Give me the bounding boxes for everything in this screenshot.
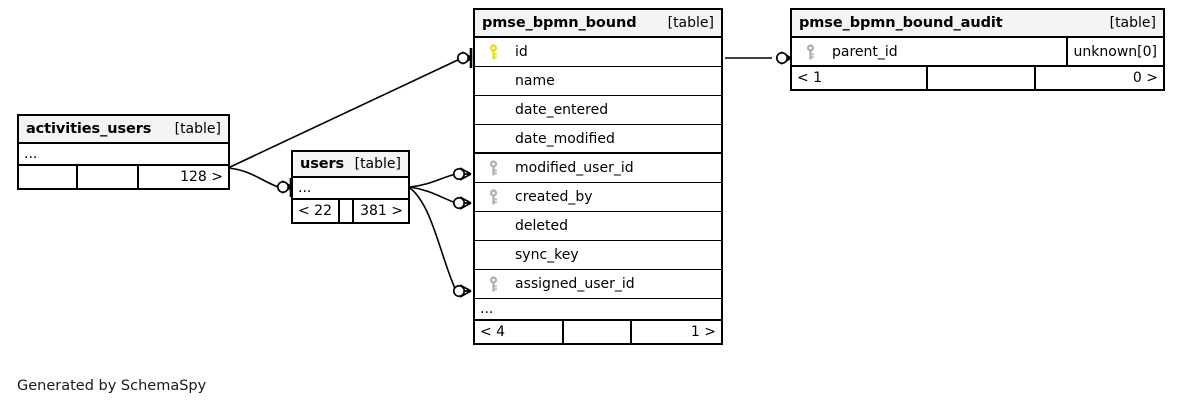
column-row-parent-id[interactable]: parent_id unknown[0] <box>792 38 1163 67</box>
table-title: users <box>300 156 345 172</box>
column-name: sync_key <box>515 247 579 263</box>
table-title: pmse_bpmn_bound <box>482 15 637 31</box>
table-title: pmse_bpmn_bound_audit <box>799 15 1003 31</box>
column-name: deleted <box>515 218 568 234</box>
footer-left-count[interactable] <box>19 166 76 188</box>
edge-users-to-modified-user-id <box>409 173 457 188</box>
foreign-key-icon <box>792 38 828 65</box>
no-key-icon <box>475 212 511 240</box>
footer-middle-count <box>562 321 632 343</box>
footer-middle-count <box>338 200 354 222</box>
table-type-tag: [table] <box>667 15 714 31</box>
diagram-caption: Generated by SchemaSpy <box>17 378 207 394</box>
column-row-id[interactable]: id <box>475 38 721 67</box>
foreign-key-icon <box>475 183 511 211</box>
optional-marker-audit-parent-id <box>775 51 789 65</box>
table-type-tag: [table] <box>354 156 401 172</box>
edge-users-to-created-by <box>409 186 457 204</box>
optional-marker-created-by <box>452 196 466 210</box>
crowfoot-modified-user-id <box>459 167 472 181</box>
no-key-icon <box>475 67 511 95</box>
optional-marker-bound-id <box>456 51 470 65</box>
footer-middle-count <box>76 166 139 188</box>
column-name: date_modified <box>515 130 615 147</box>
table-row-ellipsis: ... <box>475 299 721 321</box>
table-pmse-bpmn-bound[interactable]: pmse_bpmn_bound [table] id name date_ent… <box>473 8 723 345</box>
column-row-deleted[interactable]: deleted <box>475 212 721 241</box>
column-row-name[interactable]: name <box>475 67 721 96</box>
no-key-icon <box>475 241 511 269</box>
column-row-date-modified[interactable]: date_modified <box>475 125 721 154</box>
footer-right-count[interactable]: 381 > <box>360 203 403 219</box>
table-footer: 128 > <box>19 166 228 188</box>
footer-right-count[interactable]: 0 > <box>1132 70 1158 86</box>
footer-left-count[interactable]: < 22 <box>298 203 332 219</box>
table-title: activities_users <box>26 121 152 137</box>
column-name: date_entered <box>515 102 609 118</box>
table-header: pmse_bpmn_bound_audit [table] <box>792 10 1163 38</box>
primary-key-icon <box>475 38 511 66</box>
no-key-icon <box>475 125 511 152</box>
table-header: users [table] <box>293 152 408 178</box>
foreign-key-icon <box>475 270 511 298</box>
optional-marker-modified-user-id <box>452 167 466 181</box>
no-key-icon <box>475 96 511 124</box>
footer-left-count[interactable]: < 1 <box>797 70 823 86</box>
column-name: name <box>515 73 555 89</box>
column-type: unknown[0] <box>1065 38 1163 65</box>
column-row-created-by[interactable]: created_by <box>475 183 721 212</box>
footer-left-count[interactable]: < 4 <box>480 324 506 340</box>
column-name: assigned_user_id <box>515 276 635 292</box>
optional-marker-users <box>276 180 290 194</box>
table-users[interactable]: users [table] ... < 22 381 > <box>291 150 410 224</box>
table-activities-users[interactable]: activities_users [table] ... 128 > <box>17 114 230 190</box>
edge-activities-users-to-users <box>227 167 279 188</box>
optional-marker-assigned-user-id <box>452 284 466 298</box>
column-row-assigned-user-id[interactable]: assigned_user_id <box>475 270 721 299</box>
footer-middle-count <box>926 67 1036 89</box>
crowfoot-bound-id <box>461 51 473 65</box>
column-name: modified_user_id <box>515 160 634 176</box>
edge-users-to-assigned-user-id <box>409 187 457 292</box>
column-name: id <box>515 44 528 60</box>
crowfoot-created-by <box>459 196 472 210</box>
table-header: pmse_bpmn_bound [table] <box>475 10 721 38</box>
table-footer: < 4 1 > <box>475 321 721 343</box>
table-footer: < 1 0 > <box>792 67 1163 89</box>
table-pmse-bpmn-bound-audit[interactable]: pmse_bpmn_bound_audit [table] parent_id … <box>790 8 1165 91</box>
column-row-sync-key[interactable]: sync_key <box>475 241 721 270</box>
column-row-date-entered[interactable]: date_entered <box>475 96 721 125</box>
column-row-modified-user-id[interactable]: modified_user_id <box>475 154 721 183</box>
table-footer: < 22 381 > <box>293 200 408 222</box>
table-header: activities_users [table] <box>19 116 228 144</box>
table-type-tag: [table] <box>174 121 221 137</box>
column-name: created_by <box>515 189 593 205</box>
column-name: parent_id <box>832 43 898 60</box>
footer-right-count[interactable]: 1 > <box>690 324 716 340</box>
footer-right-count[interactable]: 128 > <box>180 169 223 185</box>
crowfoot-assigned-user-id <box>459 284 472 298</box>
foreign-key-icon <box>475 154 511 182</box>
table-type-tag: [table] <box>1109 15 1156 31</box>
table-row-ellipsis: ... <box>293 178 408 200</box>
table-row-ellipsis: ... <box>19 144 228 166</box>
